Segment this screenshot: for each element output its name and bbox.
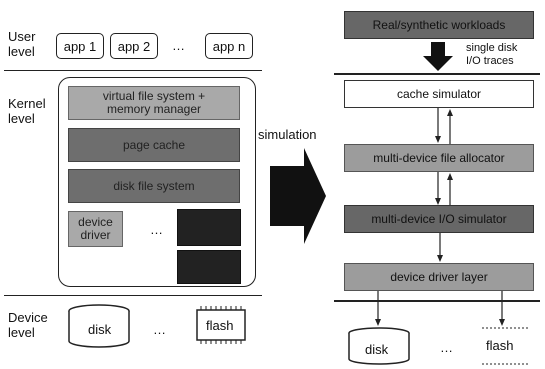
user-level-label: User level xyxy=(8,29,36,59)
page-cache-box: page cache xyxy=(68,128,240,162)
disk-file-system-box: disk file system xyxy=(68,169,240,203)
kernel-level-label: Kernel level xyxy=(8,96,46,126)
allocator-io-arrows xyxy=(435,172,453,206)
device-driver-layer-box: device driver layer xyxy=(344,263,534,291)
io-simulator-box: multi-device I/O simulator xyxy=(344,205,534,233)
app-2-box: app 2 xyxy=(110,33,158,59)
right-bottom-separator xyxy=(334,300,540,302)
simulation-arrow-icon xyxy=(270,148,326,244)
cache-simulator-box: cache simulator xyxy=(344,80,534,108)
disk-cylinder-icon xyxy=(68,304,130,348)
right-flash-label: flash xyxy=(486,338,514,353)
app-1-box: app 1 xyxy=(56,33,104,59)
device-driver-box: device driver xyxy=(68,211,123,247)
trace-note-label: single disk I/O traces xyxy=(466,42,518,67)
flash-driver-box-top xyxy=(177,209,241,246)
kernel-device-separator xyxy=(4,295,262,296)
right-disk-label: disk xyxy=(365,342,389,357)
io-driver-arrow xyxy=(437,233,443,262)
driver-device-arrows xyxy=(375,291,505,326)
left-flash-label: flash xyxy=(206,318,234,333)
right-top-separator xyxy=(334,73,540,75)
user-kernel-separator xyxy=(4,70,262,71)
apps-ellipsis: … xyxy=(172,38,185,53)
kernel-container xyxy=(58,77,256,287)
file-allocator-box: multi-device file allocator xyxy=(344,144,534,172)
devices-ellipsis: … xyxy=(153,322,166,337)
workloads-box: Real/synthetic workloads xyxy=(344,11,534,39)
right-disk-cylinder-icon xyxy=(348,327,410,365)
device-level-label: Device level xyxy=(8,310,48,340)
flash-chip-icon xyxy=(196,306,246,344)
right-flash-chip-icon xyxy=(482,327,530,365)
flash-driver-box-bottom xyxy=(177,250,241,284)
left-disk-label: disk xyxy=(88,322,112,337)
right-devices-ellipsis: … xyxy=(440,340,453,355)
trace-down-arrow-icon xyxy=(423,42,453,71)
vfs-memory-manager-box: virtual file system + memory manager xyxy=(68,86,240,120)
app-n-box: app n xyxy=(205,33,253,59)
cache-allocator-arrows xyxy=(435,108,453,144)
simulation-label: simulation xyxy=(258,127,317,142)
driver-ellipsis: … xyxy=(150,222,163,237)
